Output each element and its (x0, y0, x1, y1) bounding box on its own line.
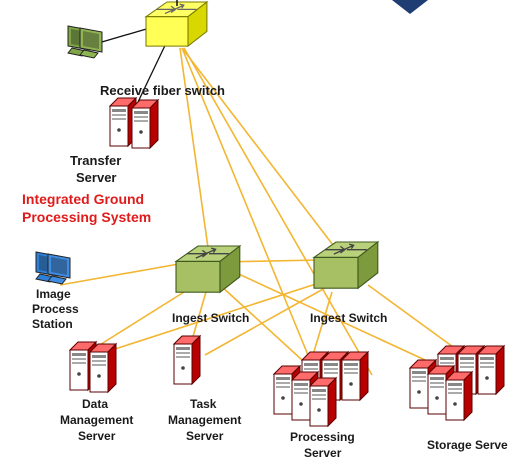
ingest-switch-left[interactable] (174, 244, 242, 294)
link-ingest-right-to-task-mgmt (204, 287, 326, 356)
corner-marker (392, 0, 428, 14)
image-station-label-line1: Image (36, 287, 71, 301)
link-ingest-right-to-storage (367, 284, 461, 353)
link-station-to-ingest-left (59, 261, 191, 286)
link-receive-to-ingest-right (181, 47, 347, 263)
processing-server-cluster[interactable] (273, 351, 369, 427)
link-ingest-right-to-processing (311, 291, 333, 359)
link-ingest-right-to-data-mgmt (111, 281, 323, 351)
image-station-label-line3: Station (32, 317, 73, 331)
task-management-server[interactable] (173, 335, 201, 385)
link-ingest-left-to-storage (229, 269, 426, 361)
receive-switch-label: Receive fiber switch (100, 83, 225, 98)
ingest-switch-right-label: Ingest Switch (310, 311, 387, 325)
image-station-label-line2: Process (32, 302, 79, 316)
image-process-station-icon[interactable] (35, 251, 71, 285)
ingest-switch-right[interactable] (312, 240, 380, 290)
system-title-line2: Processing System (22, 209, 151, 225)
system-title-line1: Integrated Ground (22, 191, 144, 207)
link-ingest-left-to-task-mgmt (191, 284, 209, 341)
transfer-server-label-line2: Server (76, 170, 116, 185)
data-mgmt-label-line3: Server (78, 429, 116, 443)
link-receive-to-ingest-left (179, 47, 211, 263)
console-monitor-icon (67, 25, 103, 59)
processing-label-line1: Processing (290, 430, 355, 444)
processing-label-line2: Server (304, 446, 342, 460)
receive-fiber-switch[interactable] (144, 0, 209, 48)
task-mgmt-label-line3: Server (186, 429, 224, 443)
task-mgmt-label-line2: Management (168, 413, 241, 427)
task-mgmt-label-line1: Task (190, 397, 217, 411)
data-mgmt-label-line2: Management (60, 413, 133, 427)
storage-server-cluster[interactable] (409, 345, 505, 421)
storage-label: Storage Serve (427, 438, 508, 452)
transfer-server[interactable] (109, 97, 159, 149)
ingest-switch-left-label: Ingest Switch (172, 311, 249, 325)
transfer-server-label-line1: Transfer (70, 153, 121, 168)
link-ingest-left-to-processing (219, 284, 303, 361)
data-mgmt-label-line1: Data (82, 397, 108, 411)
data-management-server[interactable] (69, 341, 117, 393)
